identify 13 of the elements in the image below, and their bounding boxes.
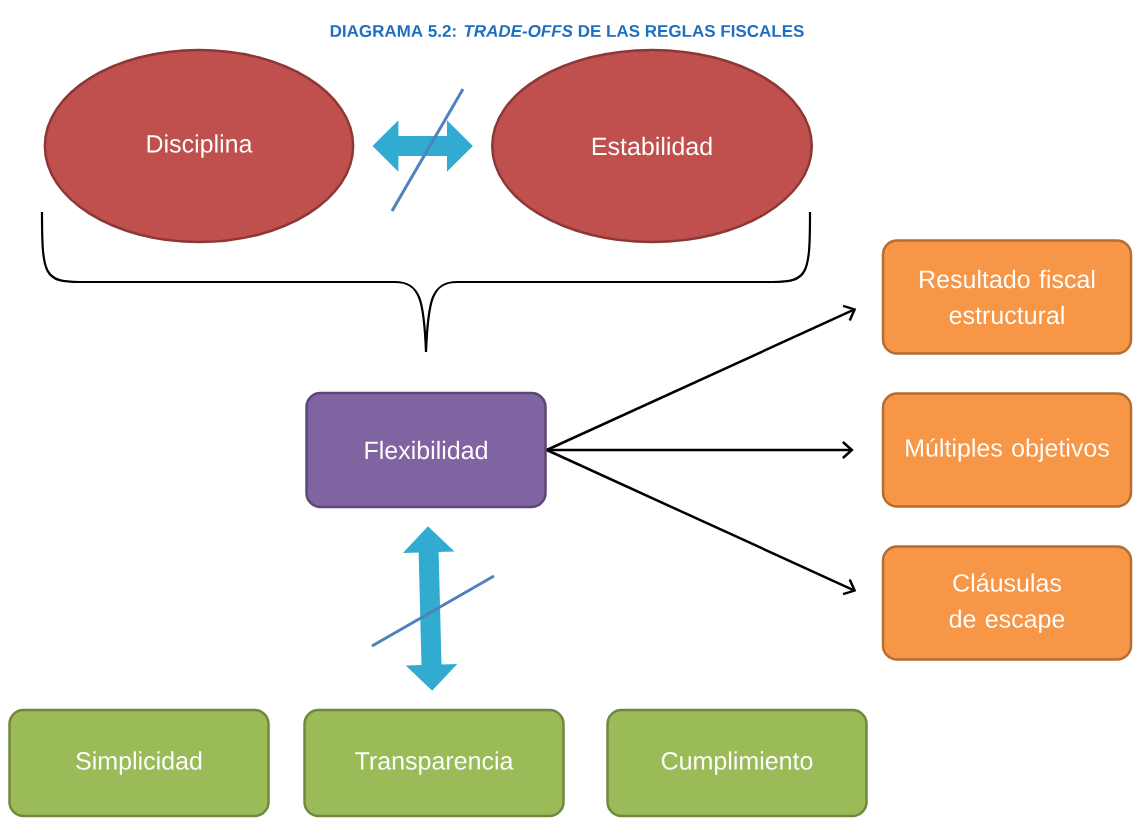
arrow bbox=[546, 448, 857, 596]
arrow bbox=[546, 441, 854, 459]
rounded-box: Resultado fiscal estructural bbox=[881, 239, 1133, 355]
oval-node: Disciplina bbox=[43, 48, 355, 244]
title: DIAGRAMA 5.2: TRADE-OFFS DE LAS REGLAS FISCALES bbox=[330, 25, 804, 38]
arrow bbox=[546, 304, 857, 452]
rounded-box: Transparencia bbox=[303, 708, 565, 818]
oval-node: Estabilidad bbox=[490, 48, 814, 244]
rounded-box: Flexibilidad bbox=[305, 391, 547, 509]
rounded-box: Cumplimiento bbox=[606, 708, 868, 818]
rounded-box: Cláusulas de escape bbox=[881, 545, 1133, 661]
rounded-box: Múltiples objetivos bbox=[881, 392, 1133, 508]
rounded-box: Simplicidad bbox=[8, 708, 270, 818]
